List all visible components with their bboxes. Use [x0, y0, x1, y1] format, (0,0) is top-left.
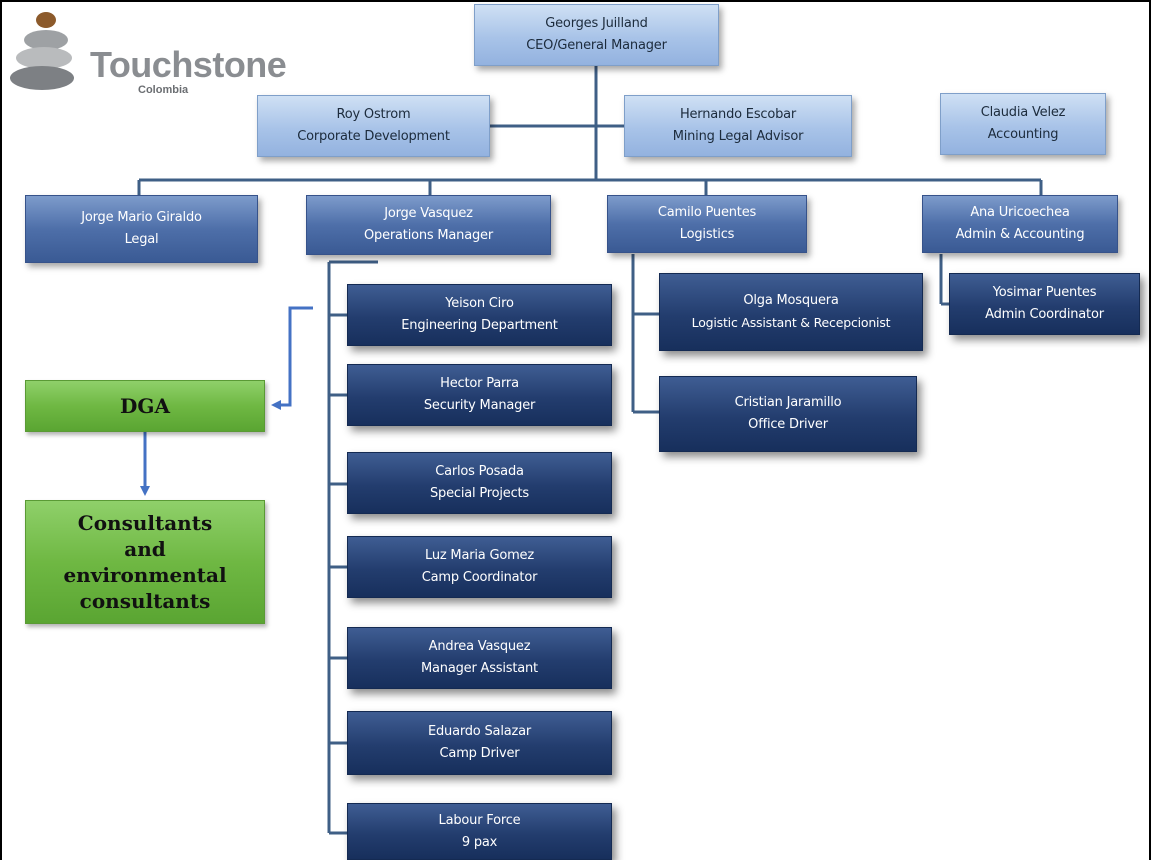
staff-box-labour: Labour Force 9 pax	[347, 803, 612, 860]
advisor-title: Corporate Development	[297, 129, 450, 144]
staff-title: Camp Coordinator	[421, 570, 538, 585]
advisor-box-velez: Claudia Velez Accounting	[940, 93, 1106, 155]
staff-name: Carlos Posada	[435, 464, 524, 479]
staff-title: Camp Driver	[439, 746, 520, 761]
dga-box: DGA	[25, 380, 265, 432]
staff-name: Cristian Jaramillo	[734, 395, 842, 410]
advisor-box-escobar: Hernando Escobar Mining Legal Advisor	[624, 95, 852, 157]
staff-box-posada: Carlos Posada Special Projects	[347, 452, 612, 514]
staff-name: Labour Force	[438, 812, 521, 828]
advisor-title: Accounting	[987, 127, 1059, 142]
staff-title: Engineering Department	[401, 318, 558, 333]
ceo-name: Georges Juilland	[545, 16, 648, 31]
manager-name: Jorge Mario Giraldo	[81, 210, 202, 225]
staff-title: Admin Coordinator	[985, 307, 1104, 322]
logo-subtitle: Colombia	[138, 84, 189, 96]
manager-title: Admin & Accounting	[955, 227, 1085, 242]
staff-box-parra: Hector Parra Security Manager	[347, 364, 612, 426]
staff-title: Manager Assistant	[421, 661, 538, 676]
manager-title: Legal	[124, 232, 159, 247]
advisor-name: Roy Ostrom	[336, 107, 411, 122]
dga-arrow	[271, 306, 313, 410]
manager-name: Jorge Vasquez	[384, 206, 473, 221]
staff-title: Special Projects	[429, 486, 530, 501]
staff-title: 9 pax	[461, 834, 498, 850]
staff-name: Eduardo Salazar	[427, 724, 532, 739]
manager-box-puentes: Camilo Puentes Logistics	[607, 195, 807, 253]
advisor-box-ostrom: Roy Ostrom Corporate Development	[257, 95, 490, 157]
consultants-box: Consultants and environmental consultant…	[25, 500, 265, 624]
staff-title: Logistic Assistant & Recepcionist	[691, 315, 891, 330]
manager-title: Operations Manager	[364, 228, 493, 243]
staff-box-ciro: Yeison Ciro Engineering Department	[347, 284, 612, 346]
manager-box-vasquez: Jorge Vasquez Operations Manager	[306, 195, 551, 255]
staff-name: Luz Maria Gomez	[425, 548, 534, 563]
ceo-box: Georges Juilland CEO/General Manager	[474, 4, 719, 66]
staff-name: Olga Mosquera	[743, 293, 839, 308]
advisor-title: Mining Legal Advisor	[672, 129, 804, 144]
staff-box-salazar: Eduardo Salazar Camp Driver	[347, 711, 612, 775]
staff-box-mosquera: Olga Mosquera Logistic Assistant & Recep…	[659, 273, 923, 351]
manager-name: Camilo Puentes	[657, 205, 757, 220]
manager-title: Logistics	[679, 227, 735, 242]
consultants-label: Consultants and environmental consultant…	[63, 511, 227, 613]
logo-title: Touchstone	[90, 44, 287, 85]
staff-name: Hector Parra	[440, 376, 519, 391]
manager-name: Ana Uricoechea	[970, 205, 1070, 220]
manager-box-giraldo: Jorge Mario Giraldo Legal	[25, 195, 258, 263]
advisor-name: Claudia Velez	[980, 105, 1066, 120]
staff-name: Yeison Ciro	[445, 296, 514, 311]
staff-name: Andrea Vasquez	[428, 639, 531, 654]
staff-name: Yosimar Puentes	[992, 285, 1097, 300]
touchstone-logo: Touchstone Colombia	[8, 8, 308, 98]
dga-label: DGA	[120, 394, 170, 418]
stones-icon	[10, 12, 74, 90]
staff-box-andrea: Andrea Vasquez Manager Assistant	[347, 627, 612, 689]
advisor-name: Hernando Escobar	[679, 107, 797, 122]
staff-title: Office Driver	[748, 417, 828, 432]
staff-box-jaramillo: Cristian Jaramillo Office Driver	[659, 376, 917, 452]
manager-box-uricoechea: Ana Uricoechea Admin & Accounting	[922, 195, 1118, 253]
staff-box-yosimar: Yosimar Puentes Admin Coordinator	[949, 273, 1140, 335]
ceo-title: CEO/General Manager	[526, 38, 667, 53]
staff-title: Security Manager	[423, 398, 536, 413]
staff-box-gomez: Luz Maria Gomez Camp Coordinator	[347, 536, 612, 598]
